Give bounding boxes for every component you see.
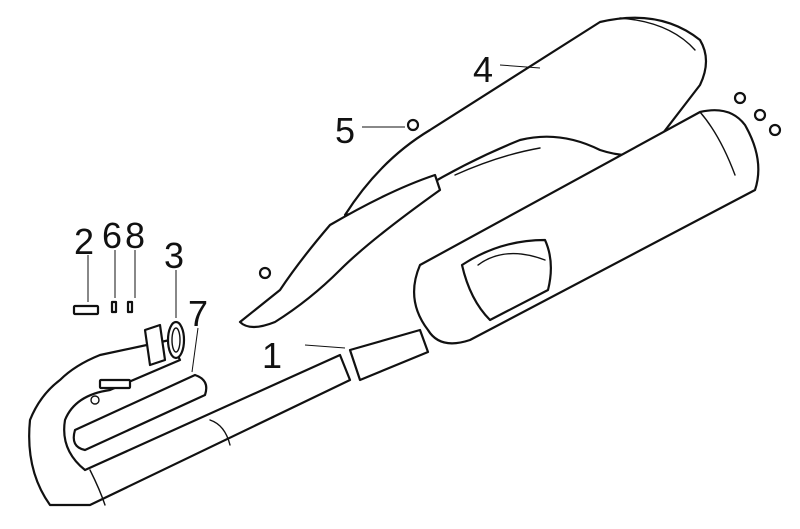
leader-7 bbox=[191, 327, 199, 373]
callout-1: 1 bbox=[262, 335, 282, 376]
muffler-cover-part bbox=[238, 16, 708, 329]
gasket-part bbox=[166, 320, 186, 360]
callout-3: 3 bbox=[164, 235, 184, 276]
callout-4: 4 bbox=[473, 49, 493, 90]
bolt-part bbox=[72, 300, 134, 390]
callout-2: 2 bbox=[74, 221, 94, 262]
flange-part bbox=[143, 323, 167, 367]
callout-6: 6 bbox=[102, 215, 122, 256]
heat-shield-part bbox=[72, 373, 208, 452]
cover-screw-part bbox=[258, 91, 782, 280]
callout-8: 8 bbox=[125, 215, 145, 256]
callout-7: 7 bbox=[188, 293, 208, 334]
callout-5: 5 bbox=[335, 110, 355, 151]
leader-1 bbox=[304, 344, 346, 349]
leader-4 bbox=[499, 64, 541, 69]
